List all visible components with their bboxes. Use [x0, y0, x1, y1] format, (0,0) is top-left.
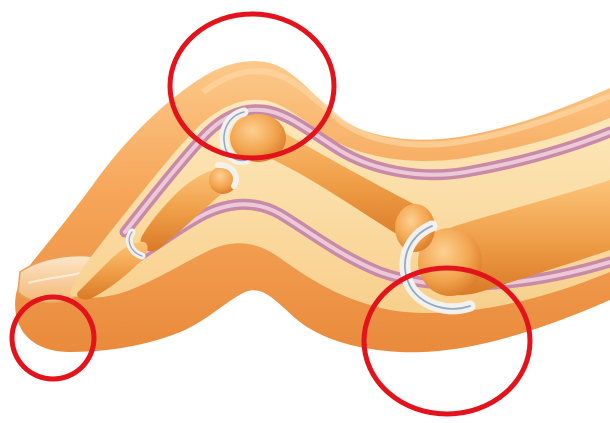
illustration-stage — [0, 0, 610, 423]
finger-anatomy-illustration — [0, 0, 610, 423]
